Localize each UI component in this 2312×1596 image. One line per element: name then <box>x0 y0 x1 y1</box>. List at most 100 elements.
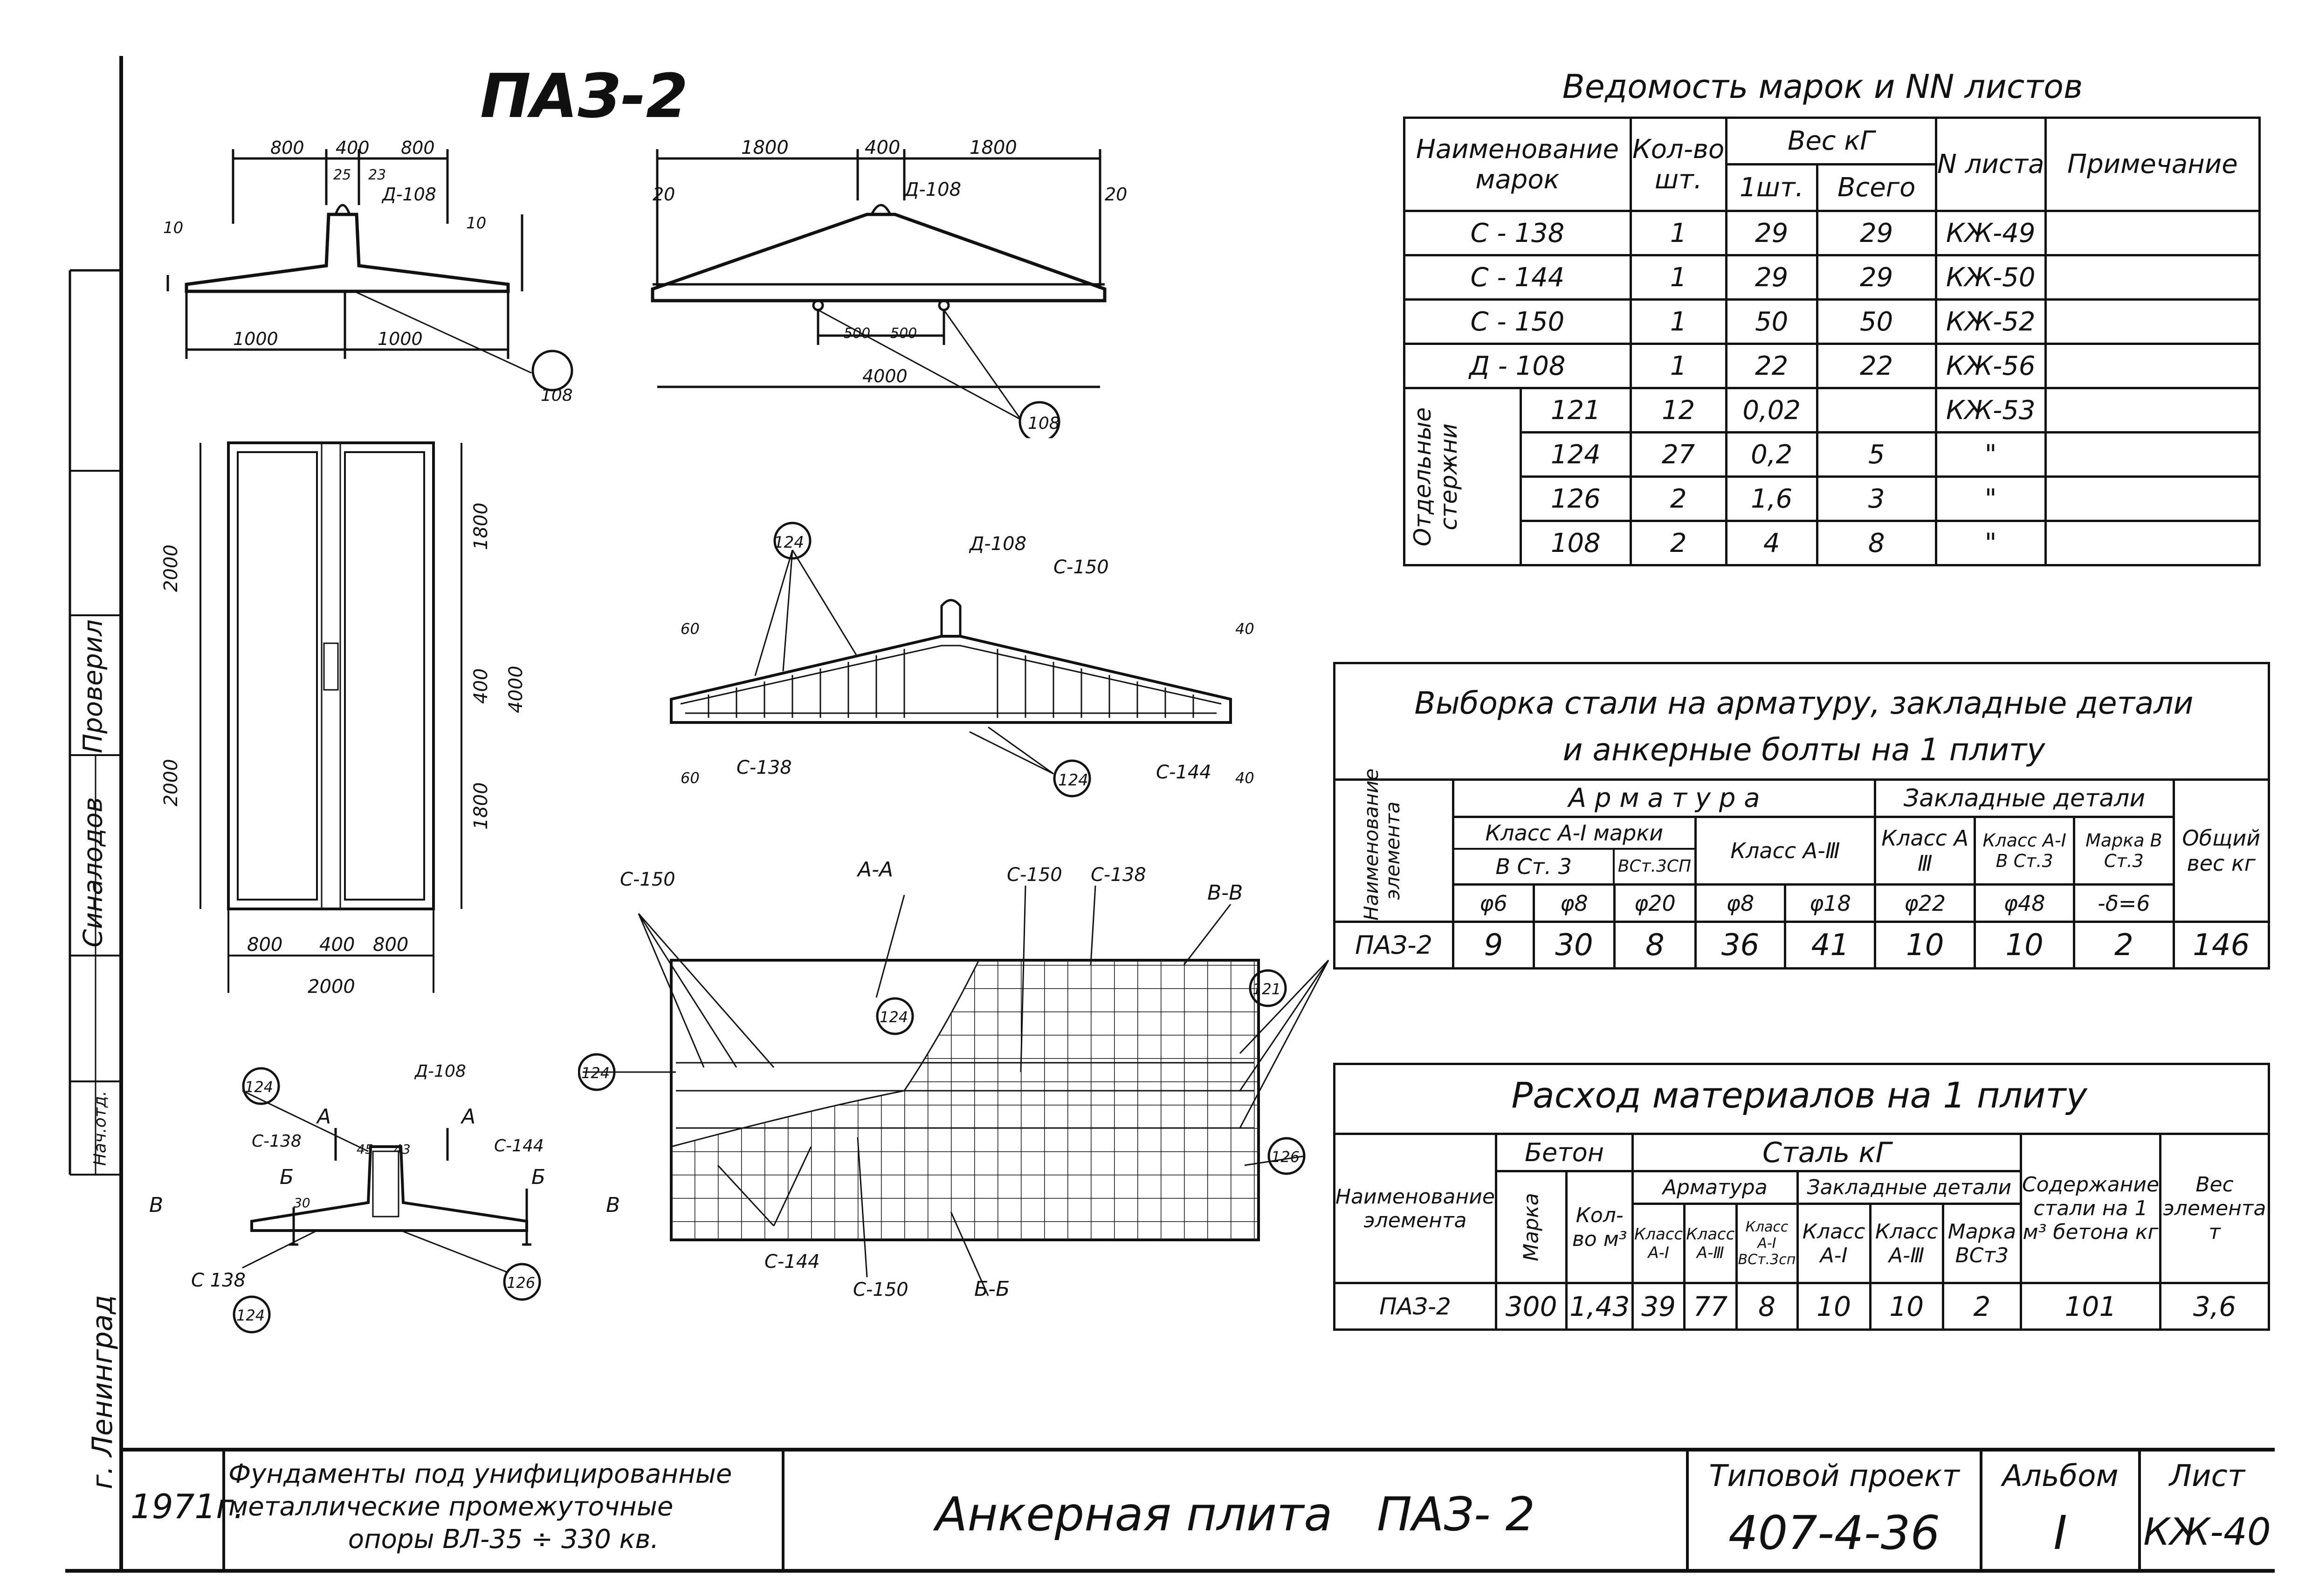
s3-qty: 2 <box>1629 520 1727 566</box>
mat-h-weight: Вес элемента т <box>2159 1133 2270 1284</box>
label-c138-p: С-138 <box>1091 864 1146 886</box>
r1-note <box>2044 254 2261 301</box>
label-sec-aa: А-А <box>856 858 893 881</box>
pos-124-e: 124 <box>880 1008 908 1026</box>
steel-h-e2: Класс А-I В Ст.3 <box>1974 816 2076 886</box>
dim-1800-v-top: 1800 <box>470 502 492 550</box>
mat-row-weight: 3,6 <box>2159 1282 2270 1331</box>
steel-h-armature: А р м а т у р а <box>1452 778 1877 818</box>
marks-table-title: Ведомость марок и NN листов <box>1562 68 2083 106</box>
mat-h-a1b: Класс А-I ВСт.3сп <box>1735 1203 1799 1284</box>
s1-name: 124 <box>1520 431 1632 478</box>
plan-view: 800 400 800 2000 2000 2000 1800 400 1800… <box>160 441 527 998</box>
r3-qty: 1 <box>1629 343 1727 389</box>
album-number: I <box>2053 1506 2067 1560</box>
r0-note <box>2044 210 2261 256</box>
steel-d0: φ6 <box>1452 883 1535 923</box>
s3-note <box>2044 520 2261 566</box>
pos-124-a: 124 <box>774 533 804 552</box>
r2-name: С - 150 <box>1403 298 1632 345</box>
h-wall: Всего <box>1816 163 1937 212</box>
pos-126-a: 126 <box>507 1274 535 1292</box>
s2-wall: 3 <box>1816 475 1937 522</box>
s2-sheet: " <box>1934 475 2047 522</box>
r0-sheet: КЖ-49 <box>1934 210 2047 256</box>
dim-2000-plan: 2000 <box>308 976 355 998</box>
side-view-small: 800 400 800 25 23 Д-108 1000 1000 10 10 … <box>163 138 573 401</box>
label-a108: Д-108 <box>381 184 436 205</box>
r3-name: Д - 108 <box>1403 343 1632 389</box>
steel-h-bst3sp: ВСт.3СП <box>1617 857 1692 876</box>
r2-sheet: КЖ-52 <box>1934 298 2047 345</box>
steel-h-element-text: Наименование элемента <box>1360 768 1404 921</box>
steel-d3: φ8 <box>1694 883 1787 923</box>
r0-name: С - 138 <box>1403 210 1632 256</box>
label-a108-long: Д-108 <box>903 179 961 200</box>
mat-h-e-m: Марка ВСт3 <box>1941 1203 2022 1284</box>
dim-400-plan: 400 <box>319 934 355 956</box>
mat-row-content: 101 <box>2019 1282 2162 1331</box>
sec-b-right: Б <box>531 1165 545 1189</box>
pos-124-c: 124 <box>245 1078 273 1096</box>
mat-row-a1: 39 <box>1631 1282 1686 1331</box>
steel-v3: 36 <box>1694 921 1787 970</box>
s1-qty: 27 <box>1629 431 1727 478</box>
steel-h-a1: Класс А-I марки <box>1454 818 1694 850</box>
sec-a-right: А <box>460 1105 475 1128</box>
steel-d7: -δ=6 <box>2073 883 2175 923</box>
dim-400-v: 400 <box>470 668 492 704</box>
steel-h-bst3: В Ст. 3 <box>1454 850 1615 883</box>
pos-124-f: 124 <box>581 1064 610 1082</box>
mat-row-brand: 300 <box>1494 1282 1568 1331</box>
label-a108-cs: Д-108 <box>414 1062 466 1081</box>
label-c138-r: С-138 <box>736 757 792 778</box>
r3-wall: 22 <box>1816 343 1937 389</box>
long-view: 1800 400 1800 20 20 Д-108 500 500 4000 1… <box>651 137 1127 438</box>
s1-sheet: " <box>1934 431 2047 478</box>
dim-800-left: 800 <box>270 138 304 158</box>
label-c150-p2: С-150 <box>1007 864 1062 886</box>
steel-d2: φ20 <box>1613 883 1697 923</box>
reinforcement-plan-view: С-150 А-А С-150 С-138 В-В С-144 С-150 Б-… <box>578 858 1329 1301</box>
steel-h-e3: Марка В Ст.3 <box>2073 816 2175 886</box>
dim-40-bot: 40 <box>1235 769 1254 787</box>
steel-h-e1: Класс А Ⅲ <box>1874 816 1976 886</box>
s1-note <box>2044 431 2261 478</box>
s0-wall <box>1816 387 1937 433</box>
s3-w1: 4 <box>1725 520 1818 566</box>
sec-v-left: В <box>149 1193 163 1217</box>
sheet-label: Лист <box>2169 1459 2245 1493</box>
steel-h-a1-sub: В Ст. 3 ВСт.3СП <box>1454 850 1694 883</box>
mat-row-vol: 1,43 <box>1565 1282 1634 1331</box>
s3-wall: 8 <box>1816 520 1937 566</box>
h-weight: Вес кГ <box>1725 117 1937 165</box>
sheet-number: КЖ-40 <box>2143 1510 2271 1554</box>
mat-row-m: 2 <box>1941 1282 2022 1331</box>
steel-v2: 8 <box>1613 921 1697 970</box>
steel-h-a1-group: Класс А-I марки В Ст. 3 ВСт.3СП <box>1452 816 1697 886</box>
label-c144-r: С-144 <box>1156 762 1211 783</box>
s2-note <box>2044 475 2261 522</box>
dim-2000-v-top: 2000 <box>160 544 182 592</box>
mat-h-e-a3: Класс А-Ⅲ <box>1869 1203 1944 1284</box>
mat-h-e-a1: Класс А-I <box>1796 1203 1872 1284</box>
steel-v6: 10 <box>1974 921 2076 970</box>
h-name: Наименование марок <box>1403 117 1632 212</box>
s0-note <box>2044 387 2261 433</box>
title-name: Анкерная плита ПАЗ- 2 <box>935 1487 1535 1541</box>
dim-500-b: 500 <box>890 325 917 342</box>
r0-wall: 29 <box>1816 210 1937 256</box>
mat-title: Расход материалов на 1 плиту <box>1511 1074 2087 1116</box>
s3-name: 108 <box>1520 520 1632 566</box>
r0-w1: 29 <box>1725 210 1818 256</box>
dim-10-left: 10 <box>163 219 183 237</box>
steel-table-box <box>1333 662 2270 781</box>
pos-121: 121 <box>1252 980 1281 998</box>
h-qty: Кол-во шт. <box>1629 117 1727 212</box>
project-label: Типовой проект <box>1709 1459 1960 1493</box>
mat-h-content: Содержание стали на 1 м³ бетона кг <box>2019 1133 2162 1284</box>
mat-row-name: ПАЗ-2 <box>1333 1282 1497 1331</box>
dim-800-right: 800 <box>401 138 435 158</box>
sec-b-left: Б <box>280 1165 294 1189</box>
label-c138b: С 138 <box>191 1270 246 1291</box>
